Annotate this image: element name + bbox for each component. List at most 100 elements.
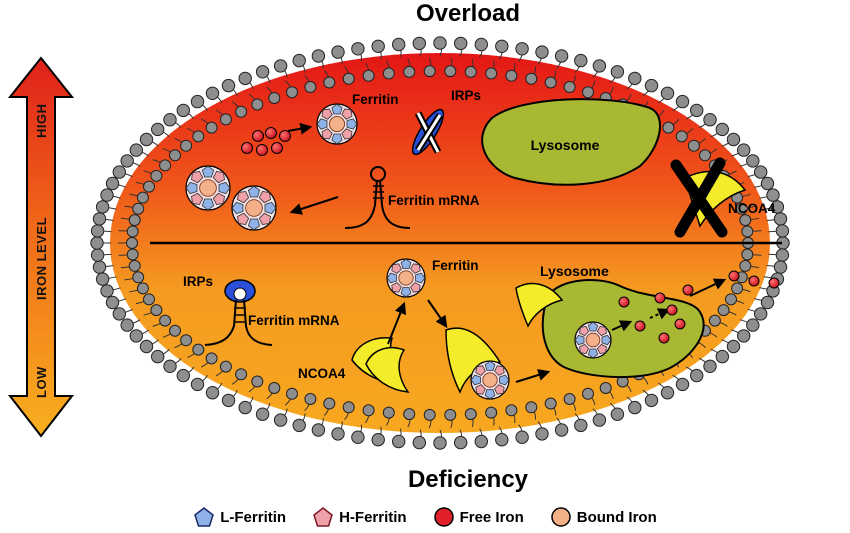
- lipid-head: [773, 212, 788, 226]
- lipid-head: [423, 408, 436, 421]
- lipid-head: [454, 435, 468, 450]
- h-ferritin-subunit: [494, 365, 505, 376]
- h-ferritin-subunit: [237, 191, 250, 204]
- bound-iron-core: [585, 332, 601, 348]
- lipid-head: [754, 307, 768, 321]
- h-ferritin-subunit: [341, 108, 353, 120]
- h-ferritin-subunit: [237, 212, 250, 225]
- lipid-head: [235, 105, 248, 118]
- h-ferritin-subunit: [321, 108, 333, 120]
- lipid-head: [766, 188, 780, 202]
- ferritin-mrna-bottom: [204, 299, 273, 346]
- h-ferritin-subunit: [596, 343, 607, 354]
- lipid-head: [126, 248, 139, 261]
- lipid-head: [90, 248, 105, 262]
- lipid-head: [444, 65, 457, 78]
- bound-iron-core: [199, 179, 217, 197]
- lipid-head: [136, 191, 149, 204]
- lipid-head: [151, 349, 165, 364]
- lipid-head: [139, 132, 154, 147]
- lipid-head: [304, 81, 317, 93]
- lipid-head: [735, 202, 748, 215]
- lipid-head: [129, 329, 144, 343]
- lipid-head: [268, 382, 281, 394]
- lipid-head: [112, 307, 127, 321]
- iron-level-arrow: IRON LEVEL HIGH LOW: [7, 56, 75, 438]
- lipid-head: [660, 386, 675, 400]
- ferritin-mrna-top: [344, 166, 411, 229]
- lipid-head: [574, 418, 588, 433]
- l-ferritin-subunit: [331, 133, 343, 145]
- lysosome-label-top: Lysosome: [531, 137, 600, 153]
- lipid-head: [454, 36, 468, 51]
- lipid-head: [219, 113, 232, 126]
- lipid-head: [717, 304, 730, 317]
- h-ferritin-subunit: [212, 171, 225, 184]
- lipid-head: [708, 314, 721, 327]
- lipid-head: [180, 139, 193, 152]
- lipid-head: [286, 387, 298, 400]
- iron-low-label: LOW: [34, 366, 49, 398]
- lipid-head: [423, 65, 436, 78]
- lipid-head: [105, 176, 120, 191]
- l-ferritin-subunit: [400, 287, 412, 298]
- lipid-head: [662, 121, 675, 134]
- lipid-head: [515, 430, 529, 444]
- overload-title: Overload: [416, 0, 520, 27]
- h-ferritin-subunit: [410, 282, 421, 293]
- lipid-head: [739, 214, 752, 227]
- lipid-head: [760, 176, 775, 191]
- lipid-head: [505, 404, 518, 417]
- h-ferritin-subunit: [410, 263, 421, 274]
- lipid-head: [90, 224, 105, 238]
- l-ferritin-subunit: [346, 118, 358, 130]
- lipid-head: [464, 65, 477, 78]
- arrow-mrna-to-ferritin: [289, 196, 339, 215]
- l-ferritin-subunit: [601, 334, 612, 346]
- lipid-head: [687, 139, 700, 152]
- lipid-head: [644, 393, 659, 408]
- lipid-head: [323, 397, 336, 410]
- ncoa4-blocked: [670, 157, 747, 238]
- lipid-head: [737, 329, 751, 343]
- lipid-head: [151, 122, 165, 137]
- irps-blocked: [411, 108, 445, 156]
- lipid-head: [95, 272, 110, 286]
- lipid-head: [703, 359, 717, 373]
- lipid-head: [563, 393, 576, 405]
- lipid-head: [739, 259, 752, 272]
- lipid-head: [535, 45, 549, 59]
- irps-bound: [224, 279, 256, 303]
- lipid-head: [690, 368, 704, 383]
- lipid-head: [773, 260, 788, 274]
- lipid-head: [554, 49, 569, 63]
- lipid-head: [403, 408, 416, 421]
- lipid-head: [737, 143, 751, 157]
- l-ferritin-subunit: [247, 185, 261, 198]
- lipid-head: [715, 122, 729, 137]
- h-ferritin-subunit: [596, 326, 607, 337]
- lipid-head: [176, 368, 191, 383]
- lipid-head: [238, 400, 252, 415]
- lipid-head: [100, 284, 114, 298]
- lipid-head: [725, 293, 737, 306]
- l-ferritin-subunit: [470, 374, 481, 386]
- lipid-head: [675, 94, 690, 109]
- lipid-head: [120, 154, 134, 168]
- lipid-head: [132, 202, 145, 215]
- lipid-head: [176, 103, 191, 118]
- lipid-head: [741, 225, 754, 238]
- lipid-head: [412, 435, 426, 450]
- bound-iron-circle-icon: [551, 507, 571, 527]
- lipid-head: [464, 408, 477, 421]
- ferritin-bottom: [386, 258, 426, 298]
- lipid-head: [362, 69, 375, 82]
- l-ferritin-subunit: [587, 321, 599, 332]
- iron-high-label: HIGH: [34, 104, 49, 139]
- released-iron: [618, 270, 780, 344]
- lipid-head: [238, 71, 252, 86]
- lipid-head: [610, 65, 625, 79]
- lipid-head: [128, 214, 141, 227]
- bound-iron-core: [245, 199, 263, 217]
- ferritin-complex: [470, 360, 510, 400]
